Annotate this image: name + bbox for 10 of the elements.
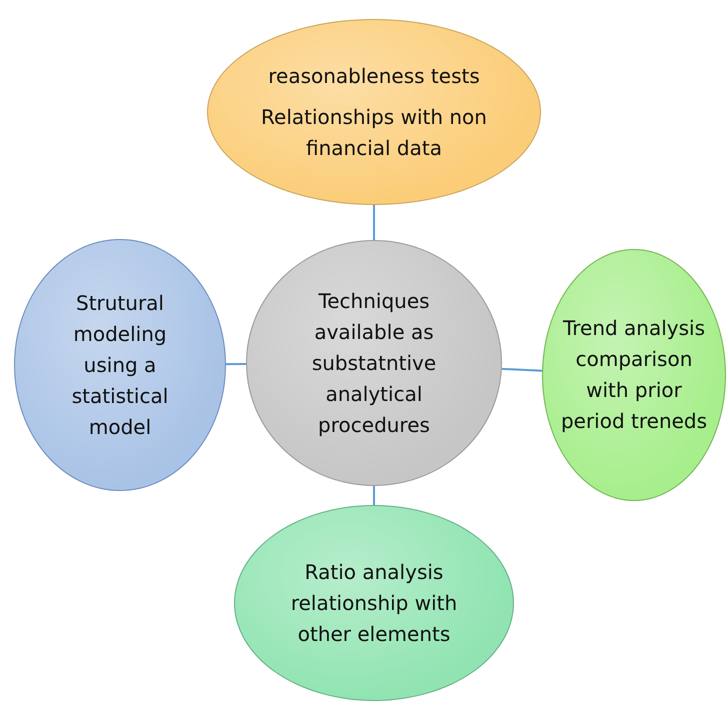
node-text: reasonableness tests [267, 62, 481, 90]
node-text: Relationships with non financial data [260, 104, 488, 162]
node-text: Ratio analysis relationship with other elements [290, 558, 458, 648]
connector-line [502, 368, 542, 372]
node-text: Trend analysis comparison with prior period treneds [560, 315, 708, 435]
node-text: Techniques available as substatntive analytical procedures [310, 288, 438, 438]
node-text: Strutural modeling using a statistical model [70, 290, 170, 440]
connector-line [373, 486, 375, 505]
connector-line [226, 363, 246, 366]
connector-line [373, 205, 375, 240]
